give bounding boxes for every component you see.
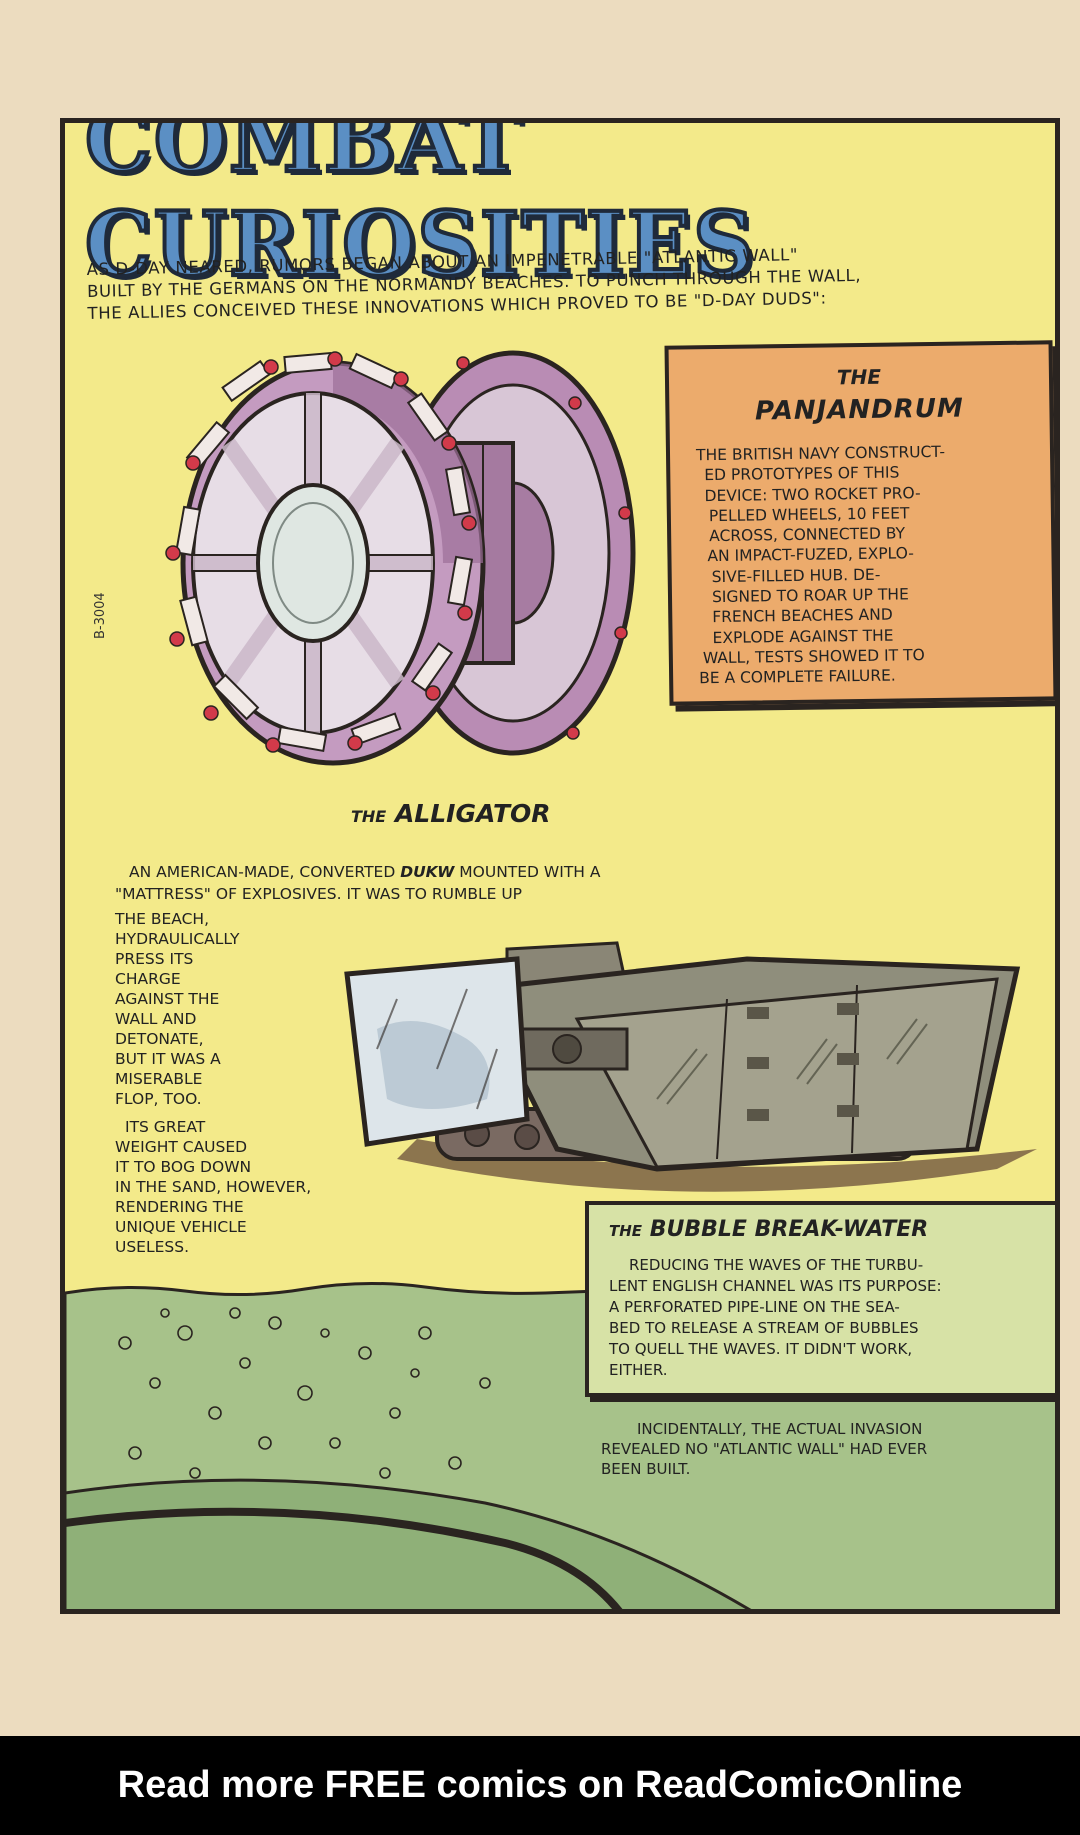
hull (473, 956, 1021, 1172)
bubble-text: REDUCING THE WAVES OF THE TURBU- LENT EN… (609, 1255, 1049, 1381)
text-line: REDUCING THE WAVES OF THE TURBU- (629, 1256, 924, 1274)
text-line: TO QUELL THE WAVES. IT DIDN'T WORK, (609, 1340, 913, 1358)
bubble-breakwater-caption-box: THE BUBBLE BREAK-WATER REDUCING THE WAVE… (585, 1201, 1055, 1397)
artist-code: B-3004 (93, 592, 108, 639)
text-line: AGAINST THE (115, 990, 220, 1008)
text-line: "MATTRESS" OF EXPLOSIVES. IT WAS TO RUMB… (115, 885, 523, 903)
text-line: PRESS ITS (115, 950, 194, 968)
text-line: LENT ENGLISH CHANNEL WAS ITS PURPOSE: (609, 1277, 942, 1295)
comic-panel: COMBAT CURIOSITIES As D-Day neared, rumo… (60, 118, 1060, 1614)
text-line: USELESS. (115, 1238, 190, 1256)
alligator-lead-text: AN AMERICAN-MADE, CONVERTED DUKW MOUNTED… (115, 861, 749, 905)
pipe-line (65, 1507, 623, 1609)
text-line: IT TO BOG DOWN (115, 1158, 252, 1176)
text-line: WALL AND (115, 1010, 197, 1028)
text-line: CHARGE (115, 970, 181, 988)
text-line: DETONATE, (115, 1030, 204, 1048)
alligator-title: THE ALLIGATOR (351, 799, 551, 828)
text-line: THE BEACH, (115, 910, 210, 928)
panjandrum-text: THE BRITISH NAVY CONSTRUCT- ED PROTOTYPE… (696, 441, 1039, 689)
text-line: MISERABLE (115, 1070, 203, 1088)
bubbles (118, 1307, 491, 1479)
page-title: COMBAT CURIOSITIES (83, 123, 1045, 298)
dukw-emphasis: DUKW (400, 863, 455, 881)
text-line: WEIGHT CAUSED (115, 1138, 248, 1156)
text-line: AN AMERICAN-MADE, CONVERTED DUKW MOUNTED… (129, 861, 749, 883)
hydraulic-ram (515, 1027, 629, 1071)
ground-shadow (397, 1139, 1037, 1192)
text-line: FLOP, TOO. (115, 1090, 202, 1108)
text-fragment: AN AMERICAN-MADE, CONVERTED (129, 863, 401, 881)
text-line: IN THE SAND, HOWEVER, (115, 1178, 312, 1196)
bubble-name: BUBBLE BREAK-WATER (649, 1217, 929, 1242)
text-line: BEEN BUILT. (601, 1460, 691, 1478)
rocket-ring (174, 351, 474, 753)
text-line: BUT IT WAS A (115, 1050, 221, 1068)
text-fragment: MOUNTED WITH A (454, 863, 601, 881)
alligator-the: THE (351, 807, 387, 826)
bubble-title: THE BUBBLE BREAK-WATER (609, 1217, 928, 1242)
title-text: COMBAT CURIOSITIES (83, 118, 756, 298)
rocket-nozzles (165, 351, 632, 753)
panjandrum-title: PANJANDRUM (754, 393, 964, 427)
text-line: A PERFORATED PIPE-LINE ON THE SEA- (609, 1298, 900, 1316)
text-line: EITHER. (609, 1361, 668, 1379)
text-line: HYDRAULICALLY (115, 930, 240, 948)
text-line: UNIQUE VEHICLE (115, 1218, 247, 1236)
alligator-name: ALLIGATOR (394, 799, 551, 828)
alligator-illustration (344, 941, 1037, 1192)
footer-banner: Read more FREE comics on ReadComicOnline (0, 1736, 1080, 1835)
text-line: BE A COMPLETE FAILURE. (699, 666, 896, 688)
explosive-mattress (344, 956, 530, 1147)
bubble-the: THE (609, 1222, 643, 1240)
text-line: ITS GREAT (125, 1118, 206, 1136)
footer-link-text[interactable]: Read more FREE comics on ReadComicOnline (117, 1764, 963, 1806)
panjandrum-illustration (165, 350, 636, 766)
text-line: RENDERING THE (115, 1198, 244, 1216)
alligator-column-text: THE BEACH, HYDRAULICALLY PRESS ITS CHARG… (115, 909, 335, 1257)
closing-caption: INCIDENTALLY, THE ACTUAL INVASION REVEAL… (601, 1419, 1041, 1479)
text-line: INCIDENTALLY, THE ACTUAL INVASION (637, 1420, 923, 1438)
panjandrum-the: THE (836, 364, 882, 390)
text-line: REVEALED NO "ATLANTIC WALL" HAD EVER (601, 1440, 928, 1458)
text-line: BED TO RELEASE A STREAM OF BUBBLES (609, 1319, 919, 1337)
front-wheel (180, 360, 486, 766)
panjandrum-caption-box: THE PANJANDRUM THE BRITISH NAVY CONSTRUC… (664, 340, 1055, 706)
